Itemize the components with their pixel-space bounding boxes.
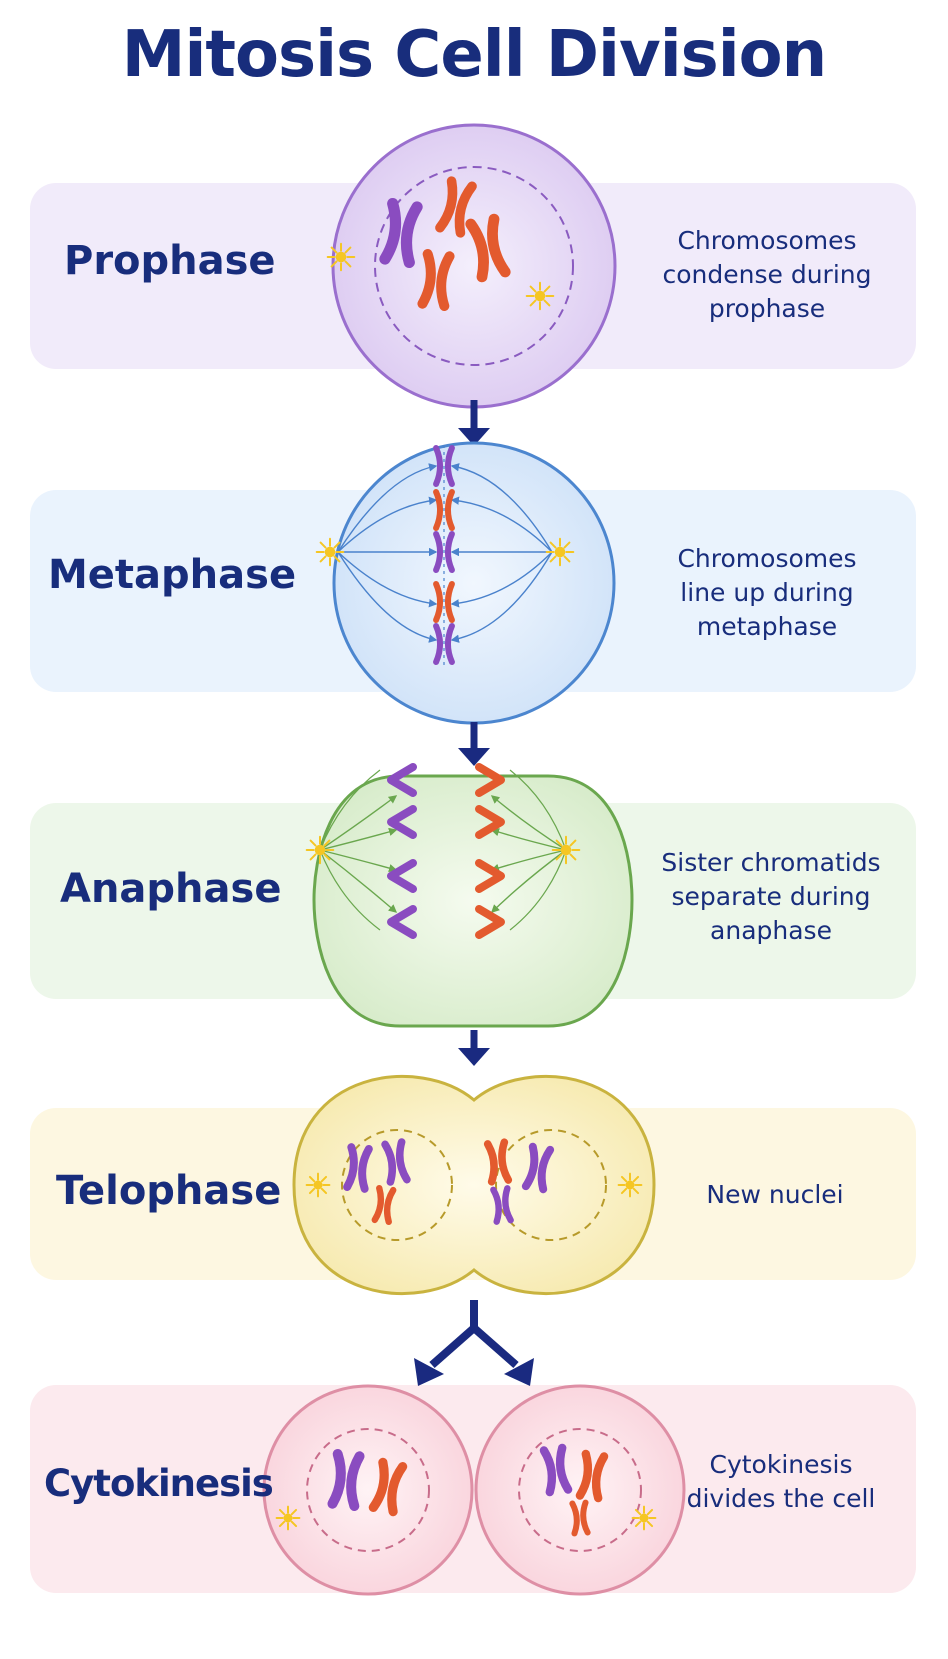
- chromosome-icon: [371, 1184, 397, 1226]
- chromosome-icon: [433, 531, 455, 573]
- centrosome-icon: [326, 242, 356, 272]
- description-line: line up during: [680, 578, 854, 607]
- centrosome-icon: [551, 835, 581, 865]
- metaphase-cell: [332, 441, 616, 725]
- chromosome-icon: [521, 1142, 555, 1194]
- centrosome-icon: [305, 1172, 331, 1198]
- centrosome-icon: [315, 537, 345, 567]
- chromosome-icon: [381, 1138, 411, 1186]
- chromosome-icon: [417, 248, 455, 312]
- description-line: condense during: [662, 260, 872, 289]
- phase-label-anaphase: Anaphase: [60, 866, 282, 912]
- arrow-down-icon: [458, 1030, 490, 1066]
- chromatid-icon: [475, 859, 505, 893]
- description-line: divides the cell: [686, 1484, 876, 1513]
- chromatid-icon: [475, 905, 505, 939]
- metaphase-description: Chromosomes line up during metaphase: [632, 542, 902, 644]
- description-line: Cytokinesis: [709, 1450, 853, 1479]
- description-line: New nuclei: [706, 1180, 844, 1209]
- chromosome-icon: [433, 489, 455, 531]
- prophase-chromosomes: [379, 176, 511, 312]
- anaphase-chromosomes: [387, 763, 505, 939]
- chromosome-icon: [483, 1138, 513, 1186]
- chromatid-icon: [387, 763, 417, 797]
- prophase-description: Chromosomes condense during prophase: [632, 224, 902, 326]
- chromatid-icon: [387, 859, 417, 893]
- anaphase-spindle: [319, 769, 567, 931]
- anaphase-description: Sister chromatids separate during anapha…: [636, 846, 906, 948]
- telophase-description: New nuclei: [640, 1178, 910, 1212]
- centrosome-icon: [305, 835, 335, 865]
- description-line: anaphase: [710, 916, 832, 945]
- centrosome-icon: [617, 1172, 643, 1198]
- phase-label-prophase: Prophase: [64, 238, 276, 284]
- chromosome-icon: [368, 1457, 408, 1517]
- chromosome-icon: [343, 1143, 373, 1193]
- phase-label-cytokinesis: Cytokinesis: [44, 1462, 274, 1505]
- chromosome-icon: [433, 445, 455, 487]
- split-arrow-icon: [414, 1300, 534, 1386]
- metaphase-spindle: [337, 445, 553, 668]
- chromosome-icon: [569, 1499, 591, 1537]
- chromosome-icon: [433, 623, 455, 665]
- centrosome-icon: [545, 537, 575, 567]
- cytokinesis-cells: [262, 1384, 686, 1596]
- chromosome-icon: [327, 1448, 365, 1512]
- telophase-cell: [292, 1074, 656, 1296]
- chromatid-icon: [387, 805, 417, 839]
- prophase-cell: [331, 123, 617, 409]
- metaphase-chromosomes: [433, 445, 455, 665]
- phase-label-telophase: Telophase: [56, 1168, 282, 1214]
- phase-label-metaphase: Metaphase: [48, 552, 297, 598]
- description-line: separate during: [671, 882, 871, 911]
- description-line: Chromosomes: [677, 226, 857, 255]
- chromosome-icon: [465, 213, 511, 283]
- centrosome-icon: [525, 281, 555, 311]
- cytokinesis-chromosomes: [327, 1443, 609, 1537]
- centrosome-icon: [275, 1505, 301, 1531]
- chromosome-icon: [490, 1185, 514, 1225]
- description-line: metaphase: [696, 612, 838, 641]
- chromosome-icon: [539, 1443, 573, 1497]
- centrosome-icon: [631, 1505, 657, 1531]
- page-title: Mitosis Cell Division: [121, 18, 827, 92]
- arrow-down-icon: [458, 722, 490, 766]
- description-line: prophase: [708, 294, 826, 323]
- centrosomes: [275, 242, 657, 1531]
- chromosome-icon: [575, 1449, 609, 1503]
- description-line: Chromosomes: [677, 544, 857, 573]
- telophase-chromosomes: [343, 1138, 555, 1226]
- chromosome-icon: [435, 176, 477, 238]
- chromosome-icon: [433, 581, 455, 623]
- chromosome-icon: [379, 197, 423, 269]
- description-line: Sister chromatids: [661, 848, 881, 877]
- chromatid-icon: [475, 805, 505, 839]
- chromatid-icon: [475, 763, 505, 797]
- cytokinesis-description: Cytokinesis divides the cell: [646, 1448, 916, 1516]
- arrow-down-icon: [458, 400, 490, 446]
- anaphase-cell: [312, 774, 634, 1028]
- chromatid-icon: [387, 905, 417, 939]
